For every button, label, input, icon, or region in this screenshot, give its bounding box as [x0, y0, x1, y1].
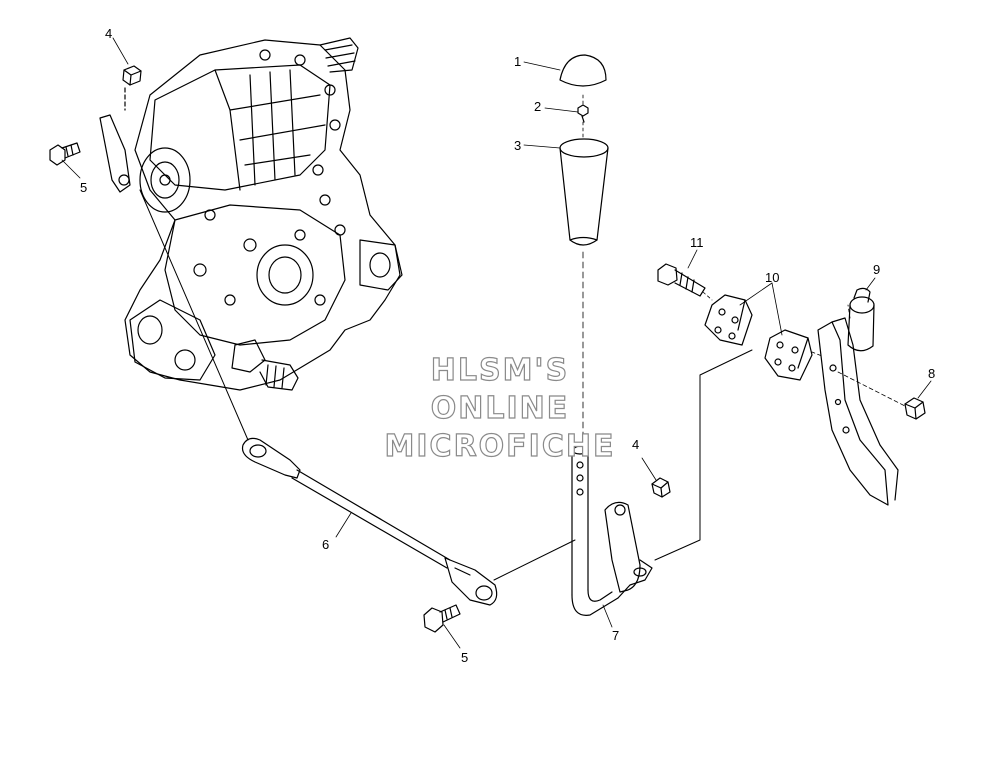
watermark-line-3: MICROFICHE — [384, 429, 616, 464]
bolt-5-lower — [423, 604, 461, 633]
nut-8 — [904, 397, 926, 420]
callout-2: 2 — [534, 99, 542, 114]
nut-4-upper — [122, 65, 142, 86]
callout-4-upper: 4 — [105, 26, 113, 41]
engine-transmission — [99, 37, 403, 391]
mount-block-10a — [704, 294, 753, 346]
callout-3: 3 — [514, 138, 522, 153]
mount-block-10b — [764, 329, 813, 381]
callout-5-lower: 5 — [461, 650, 469, 665]
watermark-line-1: HLSM'S — [430, 353, 570, 388]
callout-11: 11 — [690, 235, 704, 250]
bolt-11 — [657, 263, 706, 297]
grip-3 — [559, 138, 609, 246]
shift-lever-7 — [571, 445, 653, 616]
callout-9: 9 — [873, 262, 881, 277]
bolt-5-upper — [49, 142, 81, 166]
callout-5-upper: 5 — [80, 180, 88, 195]
callout-7: 7 — [612, 628, 620, 643]
callout-10: 10 — [765, 270, 780, 285]
knob-cap-1 — [559, 54, 607, 87]
small-nut-2 — [577, 104, 589, 123]
bushing-9 — [847, 287, 875, 352]
nut-4-lower — [651, 477, 671, 498]
callout-1: 1 — [514, 54, 522, 69]
callout-8: 8 — [928, 366, 936, 381]
shift-rod-6 — [241, 437, 498, 606]
callout-4-lower: 4 — [632, 437, 640, 452]
callout-6: 6 — [322, 537, 330, 552]
frame-bracket — [817, 304, 899, 506]
watermark-line-2: ONLINE — [430, 391, 570, 426]
